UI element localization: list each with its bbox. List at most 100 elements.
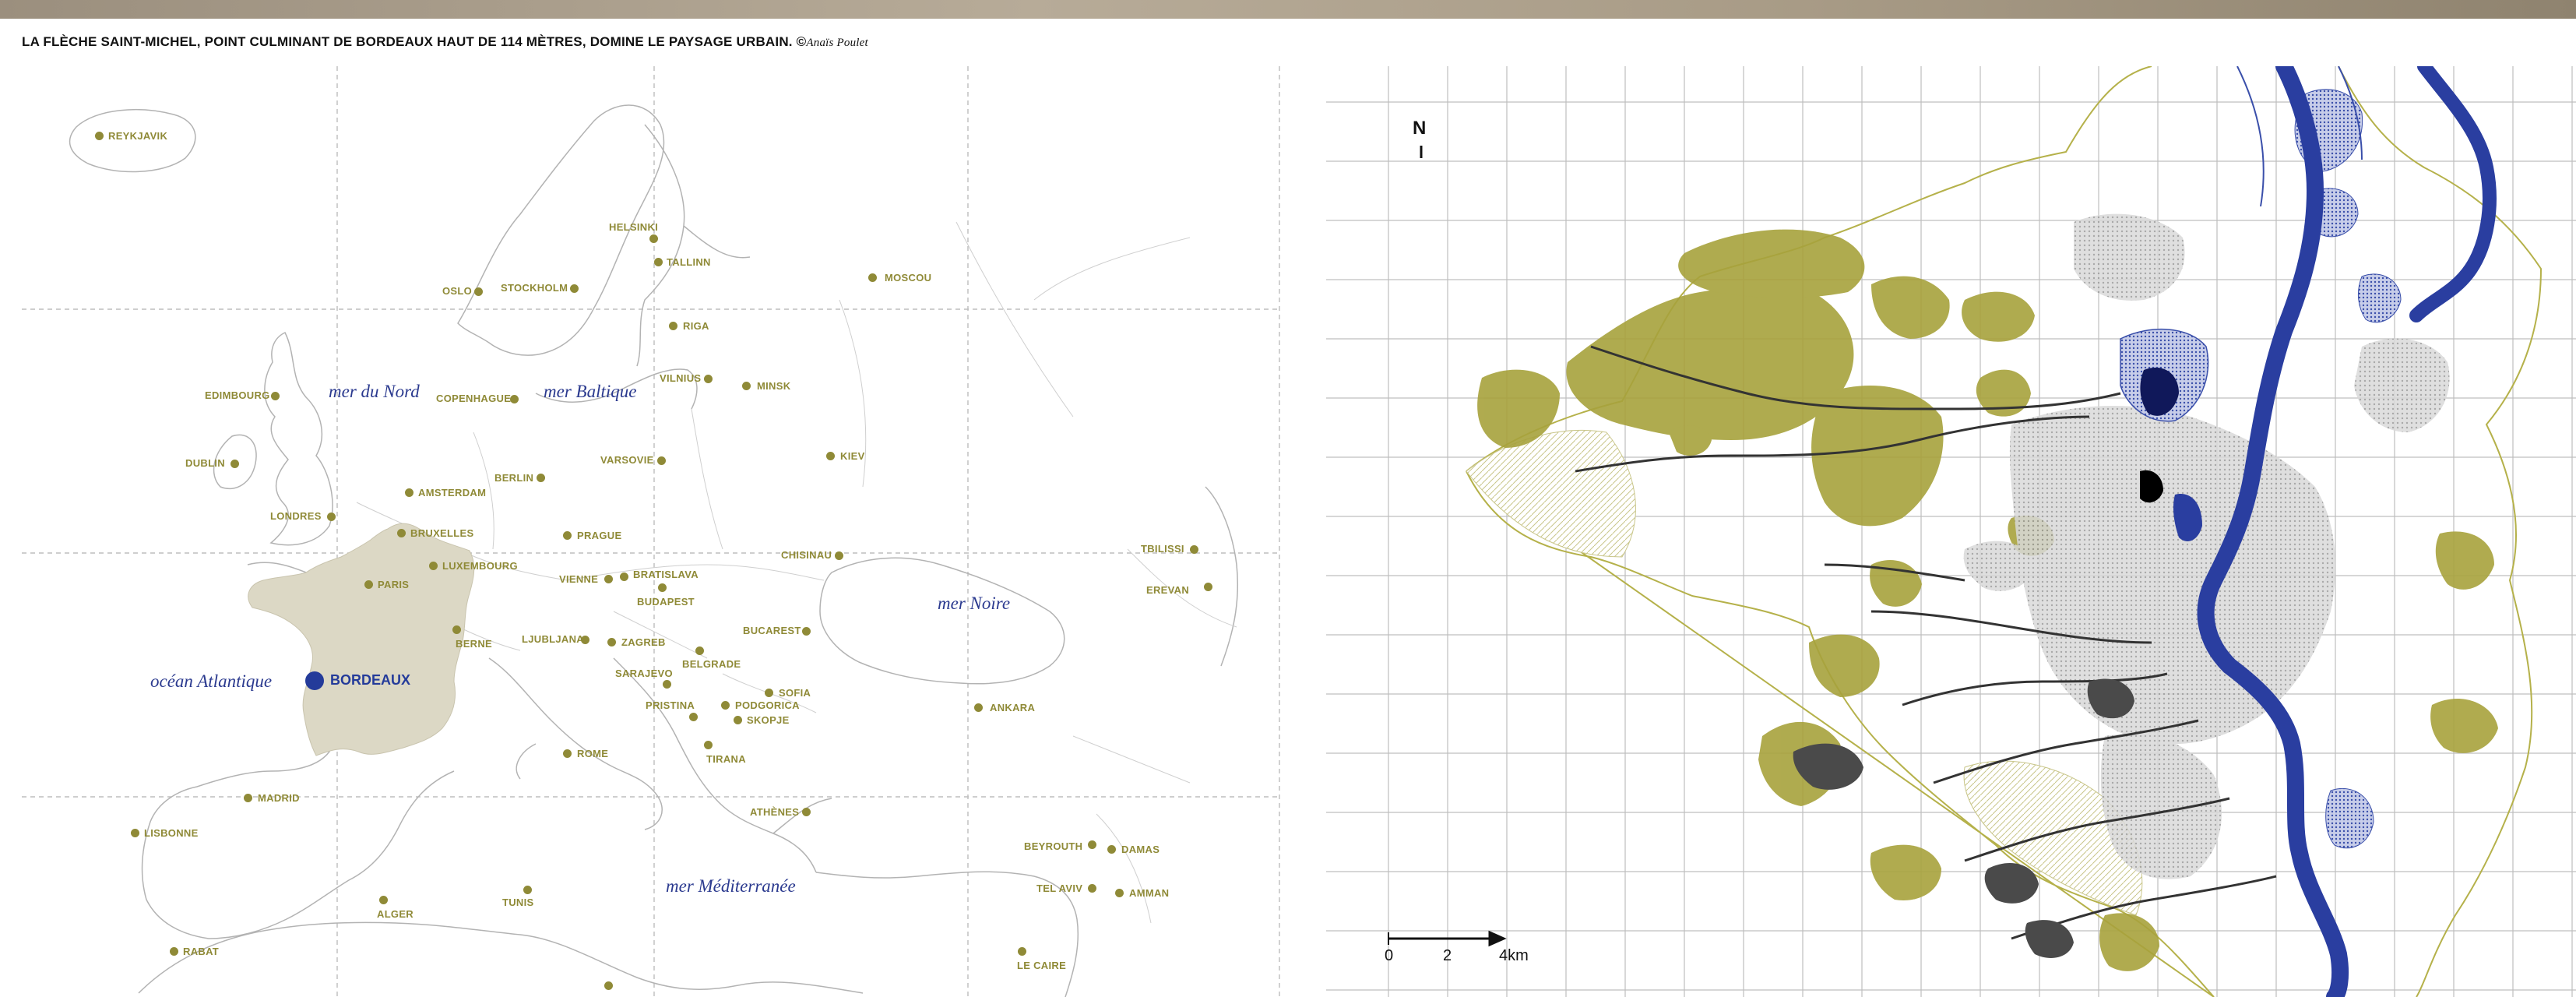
city-label: RIGA — [683, 320, 709, 332]
city-label: LE CAIRE — [1017, 960, 1067, 971]
city-label: VILNIUS — [660, 372, 702, 384]
top-photo-strip — [0, 0, 2576, 19]
city-dot — [244, 794, 252, 802]
city-dot — [607, 638, 616, 646]
city-label: PRAGUE — [577, 530, 622, 541]
city-label: BUCAREST — [743, 625, 801, 636]
city-label: ATHÈNES — [750, 806, 800, 818]
city-dot — [604, 981, 613, 990]
city-label: DUBLIN — [185, 457, 225, 469]
city-label: SKOPJE — [747, 714, 790, 726]
sea-label: mer Baltique — [544, 382, 637, 401]
city-dot — [663, 680, 671, 689]
city-dot — [704, 375, 713, 383]
city-label: MOSCOU — [885, 272, 932, 284]
city-label: SARAJEVO — [615, 668, 673, 679]
caption-text: LA FLÈCHE SAINT-MICHEL, POINT CULMINANT … — [22, 34, 807, 49]
city-label: COPENHAGUE — [436, 393, 512, 404]
streams — [1575, 345, 2277, 940]
bordeaux-marker — [305, 671, 324, 690]
city-dot — [581, 636, 589, 644]
city-dot — [131, 829, 139, 837]
city-label: VIENNE — [559, 573, 599, 585]
city-label: LONDRES — [270, 510, 322, 522]
city-label: KIEV — [840, 450, 865, 462]
city-label: ALGER — [377, 908, 413, 920]
city-label: BELGRADE — [682, 658, 741, 670]
city-dot — [689, 713, 698, 721]
city-label: EDIMBOURG — [205, 389, 270, 401]
city-dot — [721, 701, 730, 710]
city-dot — [695, 646, 704, 655]
north-label: N — [1413, 118, 1427, 139]
city-label: MINSK — [757, 380, 791, 392]
city-dot — [704, 741, 713, 749]
blue-urban — [2120, 89, 2402, 849]
city-dot — [1107, 845, 1116, 854]
metro-labels: N 0 2 4km — [1326, 66, 2576, 997]
city-label: PRISTINA — [646, 699, 695, 711]
city-label: ZAGREB — [621, 636, 666, 648]
bordeaux-label: BORDEAUX — [330, 672, 411, 688]
city-label: BRATISLAVA — [633, 569, 699, 580]
periphery-hatch — [1963, 760, 2143, 916]
city-label: EREVAN — [1146, 584, 1190, 596]
city-dot — [523, 886, 532, 894]
city-label: TALLINN — [667, 256, 711, 268]
city-label: TUNIS — [502, 897, 534, 908]
city-dot — [802, 808, 811, 816]
city-dot — [537, 474, 545, 482]
coastlines — [69, 104, 1239, 997]
city-label: OSLO — [442, 285, 473, 297]
city-dot — [474, 287, 483, 296]
city-dot — [327, 513, 336, 521]
city-label: STOCKHOLM — [501, 282, 568, 294]
city-dot — [170, 947, 178, 956]
city-dot — [1204, 583, 1212, 591]
europe-map: REYKJAVIK HELSINKI TALLINN OSLO STOCKHOL… — [22, 66, 1281, 997]
city-dot — [510, 395, 519, 403]
city-dot — [657, 456, 666, 465]
city-dot — [379, 896, 388, 904]
europe-basemap — [22, 66, 1281, 997]
city-dot — [397, 529, 406, 537]
city-label: BRUXELLES — [410, 527, 474, 539]
city-dot — [570, 284, 579, 293]
city-label: LUXEMBOURG — [442, 560, 518, 572]
garonne-river — [2197, 66, 2349, 997]
city-dot — [654, 258, 663, 266]
city-label: REYKJAVIK — [108, 130, 168, 142]
city-dot — [1088, 884, 1096, 893]
city-dot — [1018, 947, 1026, 956]
city-label: BEYROUTH — [1024, 840, 1083, 852]
river-branch — [2236, 66, 2363, 207]
city-dot — [649, 234, 658, 243]
city-label: TEL AVIV — [1036, 883, 1083, 894]
city-dot — [802, 627, 811, 636]
city-label: DAMAS — [1121, 844, 1160, 855]
city-dot — [868, 273, 877, 282]
city-dot — [734, 716, 742, 724]
scale-label-4km: 4km — [1499, 947, 1529, 964]
city-label: CHISINAU — [781, 549, 832, 561]
city-label: BUDAPEST — [637, 596, 695, 608]
caption-credit: Anaïs Poulet — [806, 37, 868, 49]
scale-bar — [1388, 930, 1507, 947]
city-label: ROME — [577, 748, 609, 759]
city-dot — [563, 749, 572, 758]
sea-label: mer Méditerranée — [666, 876, 796, 896]
city-dot — [1115, 889, 1124, 897]
city-label: HELSINKI — [609, 221, 659, 233]
city-label: VARSOVIE — [600, 454, 654, 466]
city-dot — [669, 322, 677, 330]
city-dot — [658, 583, 667, 592]
city-label: PODGORICA — [735, 699, 800, 711]
city-label: LISBONNE — [144, 827, 199, 839]
graticule — [22, 66, 1281, 997]
city-label: AMSTERDAM — [418, 487, 487, 498]
sea-label: mer du Nord — [329, 382, 420, 401]
photo-caption: LA FLÈCHE SAINT-MICHEL, POINT CULMINANT … — [22, 34, 868, 53]
city-dot — [231, 460, 239, 468]
city-dot — [604, 575, 613, 583]
city-dot — [620, 572, 628, 581]
